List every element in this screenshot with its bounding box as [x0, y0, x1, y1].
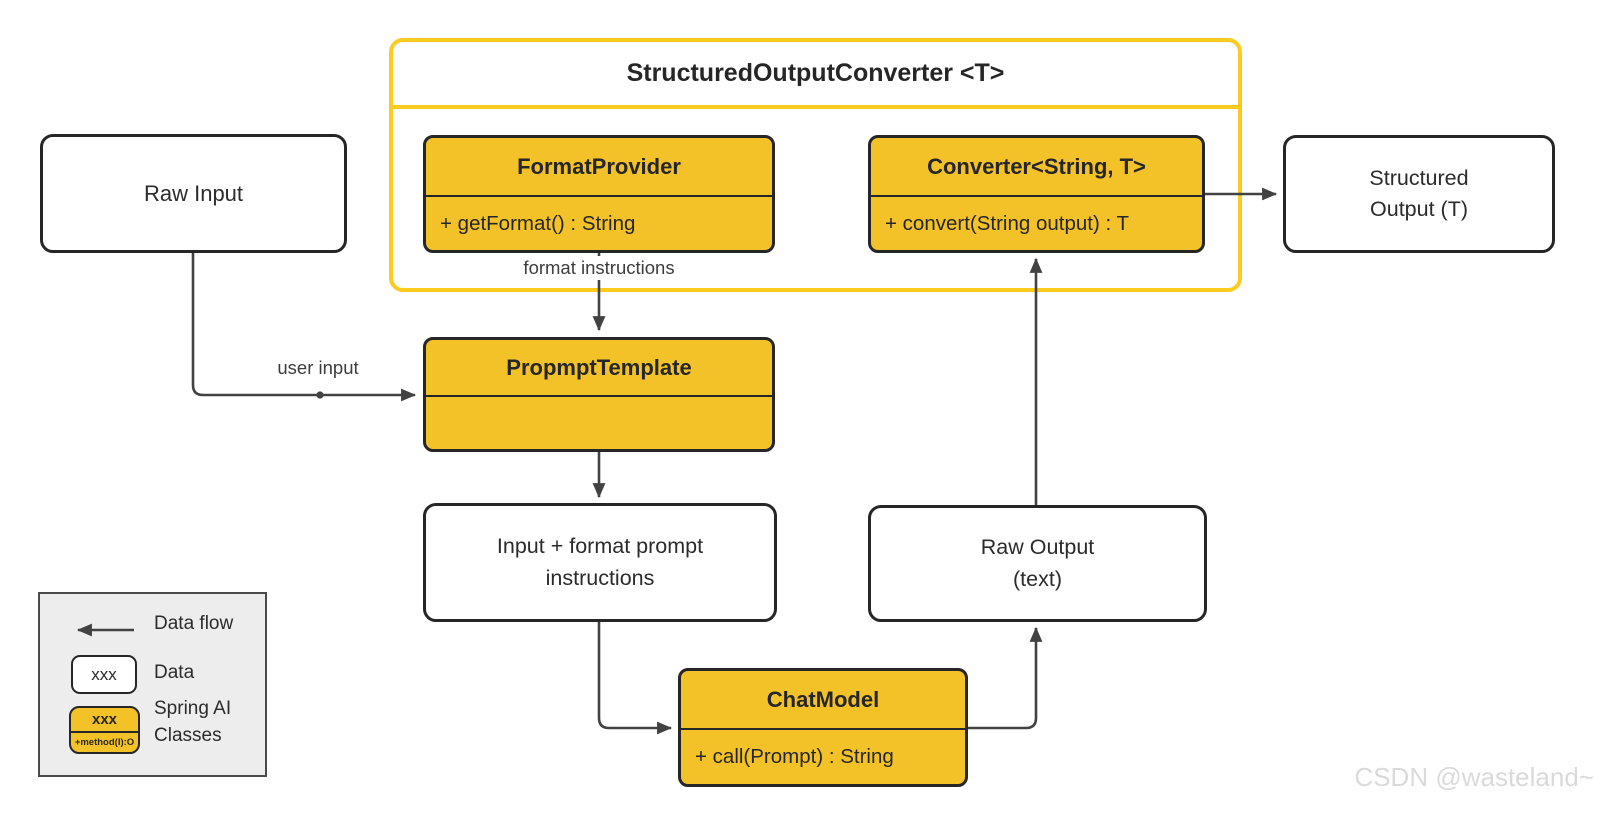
legend-spring-method-text: +method(I):O: [74, 736, 135, 748]
chat-model-name: ChatModel: [681, 671, 965, 730]
class-box-format-provider: FormatProvider + getFormat() : String: [423, 135, 775, 253]
csdn-watermark: CSDN @wasteland~: [1354, 762, 1594, 792]
container-title: StructuredOutputConverter <T>: [393, 42, 1238, 109]
converter-name: Converter<String, T>: [871, 138, 1202, 197]
legend-spring-label-line2: Classes: [154, 725, 222, 746]
structured-output-line1: Structured: [1369, 165, 1469, 190]
structured-output-line2: Output (T): [1370, 197, 1468, 221]
data-box-structured-output: Structured Output (T): [1283, 135, 1555, 253]
edge-user-input-dot: [316, 391, 324, 399]
raw-output-line1: Raw Output: [980, 535, 1095, 560]
edge-chat-model-to-raw-output: [968, 626, 1043, 730]
chat-model-method: + call(Prompt) : String: [695, 745, 894, 768]
user-input-label: user input: [271, 356, 365, 380]
edge-input-box-to-chat-model: [597, 622, 673, 735]
edge-raw-input-to-prompt-template: [191, 253, 417, 402]
format-instructions-label: format instructions: [517, 256, 681, 280]
legend-spring-label-line1: Spring AI: [154, 698, 232, 719]
legend-spring-sample-text: xxx: [71, 708, 138, 733]
data-box-raw-output: Raw Output (text): [868, 505, 1207, 622]
legend-data-flow-label: Data flow: [154, 613, 234, 634]
format-provider-name: FormatProvider: [426, 138, 772, 197]
data-box-input-format-prompt: Input + format prompt instructions: [423, 503, 777, 622]
raw-input-label: Raw Input: [143, 180, 244, 206]
class-box-converter: Converter<String, T> + convert(String ou…: [868, 135, 1205, 253]
prompt-template-empty-section: [426, 397, 772, 449]
data-box-raw-input: Raw Input: [40, 134, 347, 253]
format-provider-method: + getFormat() : String: [440, 211, 636, 235]
legend-spring-sample-box: xxx +method(I):O: [69, 706, 140, 754]
legend-data-sample-text: xxx: [91, 664, 117, 684]
legend-data-sample-box: xxx: [71, 655, 137, 694]
class-box-prompt-template: PropmptTemplate: [423, 337, 775, 452]
legend-data-label: Data: [154, 662, 195, 683]
input-format-prompt-line2: instructions: [545, 565, 655, 590]
legend-box: Data flow xxx Data xxx +method(I):O Spri…: [38, 592, 267, 777]
prompt-template-name: PropmptTemplate: [426, 340, 772, 397]
class-box-chat-model: ChatModel + call(Prompt) : String: [678, 668, 968, 787]
input-format-prompt-line1: Input + format prompt: [496, 534, 704, 559]
converter-method: + convert(String output) : T: [885, 211, 1130, 235]
raw-output-line2: (text): [1013, 566, 1062, 591]
